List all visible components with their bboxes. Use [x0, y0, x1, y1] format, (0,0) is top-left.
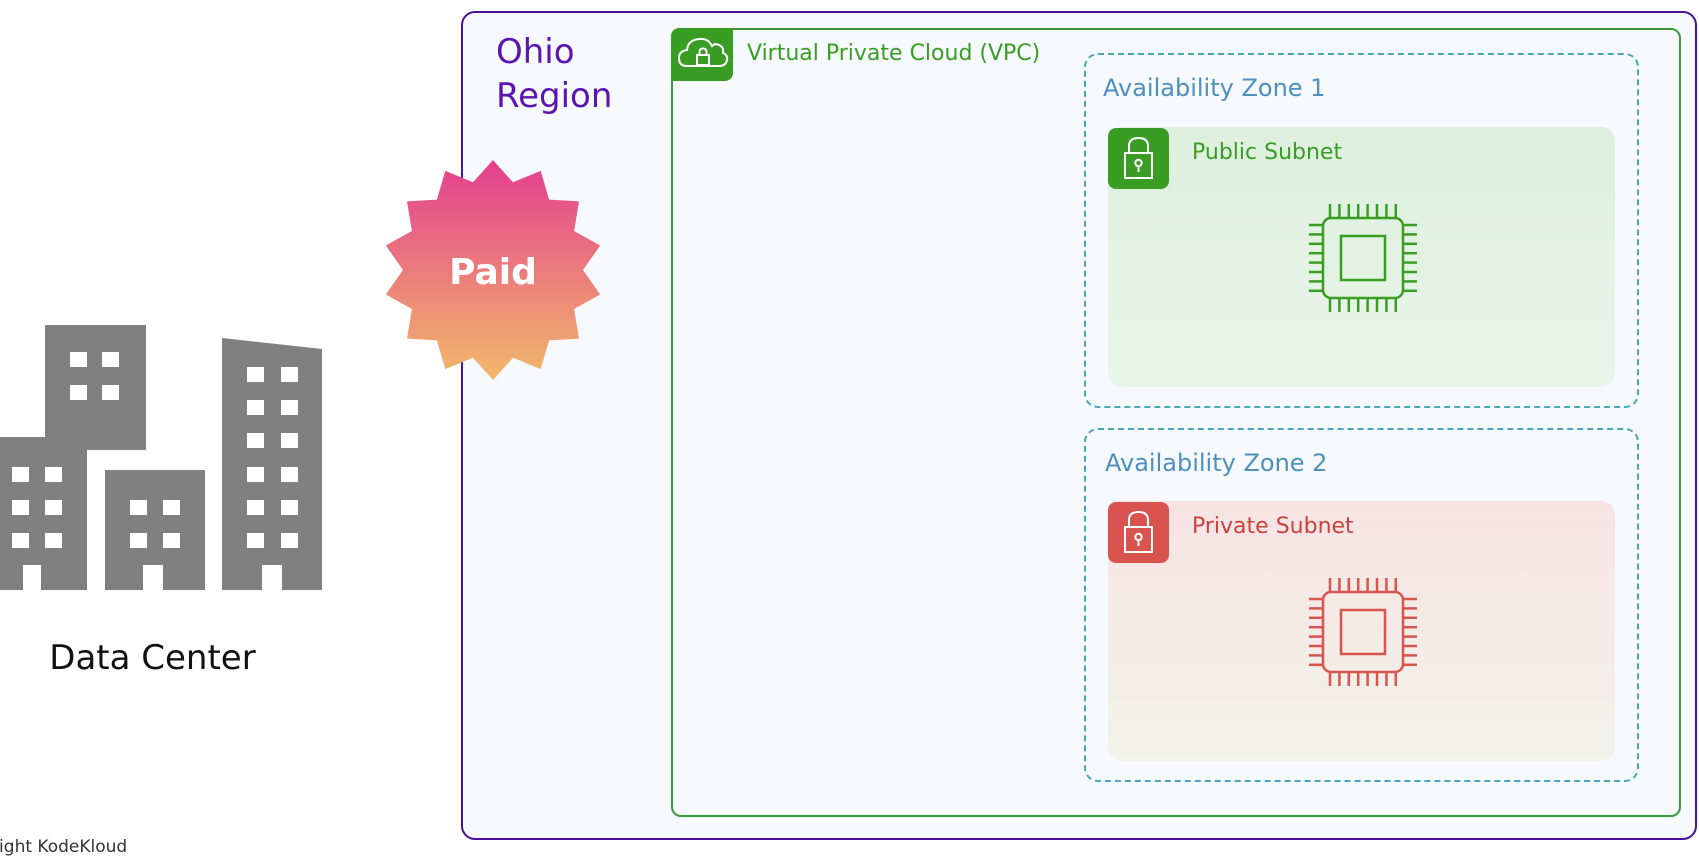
availability-zone-2 — [1084, 428, 1639, 782]
vpc-container — [671, 28, 1681, 817]
paid-badge-star-shape — [385, 160, 601, 380]
lock-icon — [1108, 128, 1169, 189]
paid-badge: Paid — [385, 160, 601, 380]
data-center-label: Data Center — [49, 638, 256, 678]
public-subnet — [1108, 127, 1615, 387]
private-subnet-label: Private Subnet — [1192, 514, 1354, 539]
copyright-text: yright KodeKloud — [0, 837, 128, 857]
lock-icon — [1108, 502, 1169, 563]
vpc-cloud-lock-icon — [671, 28, 733, 81]
region-title-line2: Region — [496, 76, 613, 116]
vpc-label: Virtual Private Cloud (VPC) — [747, 41, 1041, 66]
availability-zone-2-label: Availability Zone 2 — [1105, 449, 1328, 477]
paid-badge-label: Paid — [449, 252, 537, 293]
availability-zone-1 — [1084, 53, 1639, 408]
region-title-line1: Ohio — [496, 32, 575, 72]
public-subnet-label: Public Subnet — [1192, 140, 1343, 165]
ec2-chip-icon — [1309, 204, 1417, 312]
private-subnet — [1108, 501, 1615, 761]
availability-zone-1-label: Availability Zone 1 — [1103, 74, 1326, 102]
data-center-buildings-icon — [0, 325, 322, 590]
region-title: Ohio Region — [496, 30, 612, 118]
ec2-chip-icon — [1309, 578, 1417, 686]
